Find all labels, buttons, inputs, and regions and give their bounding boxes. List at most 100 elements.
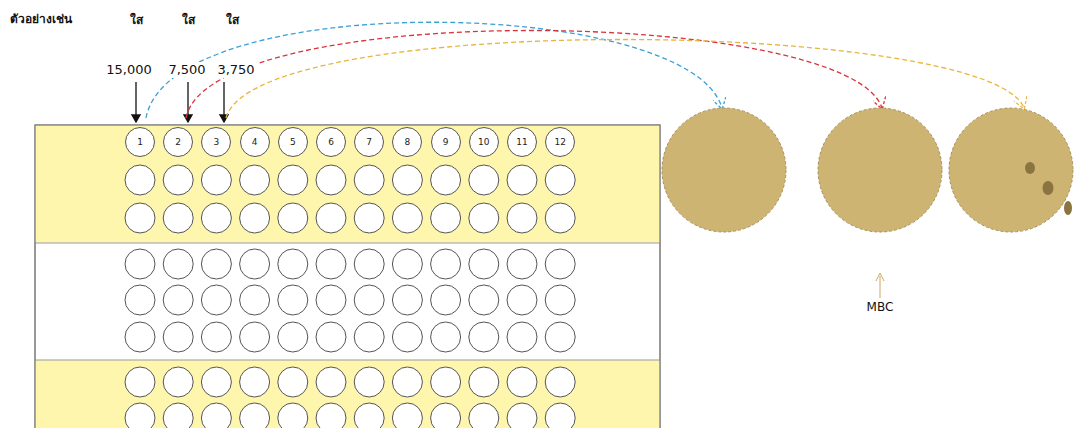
clear-note: ใส xyxy=(128,13,145,27)
well xyxy=(469,285,499,315)
well-number: 9 xyxy=(443,138,449,147)
well xyxy=(163,285,193,315)
well xyxy=(163,203,193,233)
concentration: 7,500 xyxy=(166,62,207,78)
well-number: 11 xyxy=(516,138,527,147)
well xyxy=(431,322,461,352)
well xyxy=(507,403,537,428)
numbered-well: 5 xyxy=(278,127,308,157)
well xyxy=(278,367,308,397)
well xyxy=(354,165,384,195)
example-heading: ตัวอย่างเช่น xyxy=(8,12,74,26)
numbered-well: 4 xyxy=(240,127,270,157)
well xyxy=(354,367,384,397)
well xyxy=(278,203,308,233)
well xyxy=(125,403,155,428)
well xyxy=(507,322,537,352)
well xyxy=(545,249,575,279)
well xyxy=(240,203,270,233)
concentration: 15,000 xyxy=(104,62,154,78)
numbered-well: 1 xyxy=(125,127,155,157)
well xyxy=(545,165,575,195)
well xyxy=(240,165,270,195)
numbered-well: 11 xyxy=(507,127,537,157)
well xyxy=(125,285,155,315)
well xyxy=(392,165,422,195)
well xyxy=(354,203,384,233)
well xyxy=(240,403,270,428)
well xyxy=(545,367,575,397)
well xyxy=(125,367,155,397)
well xyxy=(392,322,422,352)
well xyxy=(392,249,422,279)
numbered-well: 3 xyxy=(201,127,231,157)
numbered-well: 9 xyxy=(431,127,461,157)
well xyxy=(507,203,537,233)
numbered-well: 6 xyxy=(316,127,346,157)
well xyxy=(392,403,422,428)
well xyxy=(316,203,346,233)
well xyxy=(201,249,231,279)
well-number: 5 xyxy=(290,138,296,147)
well xyxy=(354,249,384,279)
well xyxy=(278,165,308,195)
well xyxy=(431,367,461,397)
well xyxy=(278,322,308,352)
well xyxy=(507,367,537,397)
well xyxy=(278,249,308,279)
well-number: 1 xyxy=(137,138,143,147)
well xyxy=(354,285,384,315)
numbered-well: 2 xyxy=(163,127,193,157)
well xyxy=(469,403,499,428)
well xyxy=(507,249,537,279)
well xyxy=(507,285,537,315)
well xyxy=(354,403,384,428)
well xyxy=(201,322,231,352)
well xyxy=(316,322,346,352)
well xyxy=(201,285,231,315)
well xyxy=(545,285,575,315)
well xyxy=(316,249,346,279)
numbered-well: 7 xyxy=(354,127,384,157)
well xyxy=(545,203,575,233)
well xyxy=(545,403,575,428)
numbered-well: 12 xyxy=(545,127,575,157)
well xyxy=(469,322,499,352)
well-number: 4 xyxy=(252,138,258,147)
well xyxy=(278,403,308,428)
numbered-well: 10 xyxy=(469,127,499,157)
well xyxy=(125,203,155,233)
well xyxy=(125,165,155,195)
well xyxy=(431,203,461,233)
well xyxy=(507,165,537,195)
well xyxy=(469,249,499,279)
well xyxy=(469,367,499,397)
well xyxy=(354,322,384,352)
well xyxy=(545,322,575,352)
well-number: 2 xyxy=(175,138,181,147)
well xyxy=(201,403,231,428)
well xyxy=(125,322,155,352)
clear-note: ใส xyxy=(180,13,197,27)
well xyxy=(201,203,231,233)
well xyxy=(240,249,270,279)
well xyxy=(316,403,346,428)
well xyxy=(469,203,499,233)
well xyxy=(125,249,155,279)
well xyxy=(316,165,346,195)
well xyxy=(431,165,461,195)
well xyxy=(431,285,461,315)
well xyxy=(392,285,422,315)
well-number: 8 xyxy=(405,138,411,147)
well-number: 7 xyxy=(366,138,372,147)
well xyxy=(392,203,422,233)
well-number: 12 xyxy=(554,138,565,147)
well xyxy=(163,403,193,428)
well-number: 3 xyxy=(214,138,220,147)
well xyxy=(163,322,193,352)
numbered-well: 8 xyxy=(392,127,422,157)
well xyxy=(240,285,270,315)
well xyxy=(201,165,231,195)
well xyxy=(201,367,231,397)
